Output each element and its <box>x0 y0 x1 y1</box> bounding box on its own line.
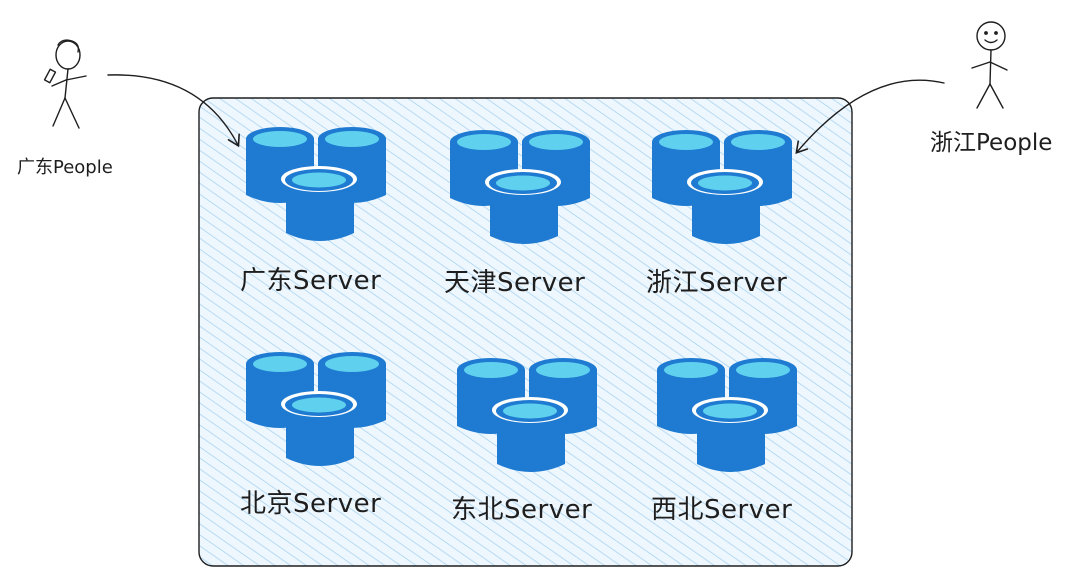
person-guangdong: 广东People <box>17 39 113 178</box>
server-label: 西北Server <box>651 495 792 525</box>
server-label: 浙江Server <box>646 268 787 298</box>
stick-figure-icon <box>971 21 1008 109</box>
server-label: 广东Server <box>240 266 381 296</box>
server-dongbei: 东北Server <box>451 358 597 525</box>
person-label: 浙江People <box>930 130 1052 156</box>
server-guangdong: 广东Server <box>240 127 386 296</box>
server-label: 北京Server <box>240 489 381 519</box>
arrow-zhejiang-connection <box>795 79 945 154</box>
person-zhejiang: 浙江People <box>930 21 1052 156</box>
server-xibei: 西北Server <box>651 358 797 525</box>
server-zhejiang: 浙江Server <box>646 130 792 298</box>
server-label: 天津Server <box>444 268 585 298</box>
person-label: 广东People <box>17 157 113 178</box>
server-beijing: 北京Server <box>240 352 386 519</box>
stick-figure-icon <box>43 39 87 129</box>
server-group-frame <box>198 97 853 567</box>
server-tianjin: 天津Server <box>444 130 590 298</box>
arrow-guangdong-connection <box>107 74 240 148</box>
server-label: 东北Server <box>451 495 592 525</box>
